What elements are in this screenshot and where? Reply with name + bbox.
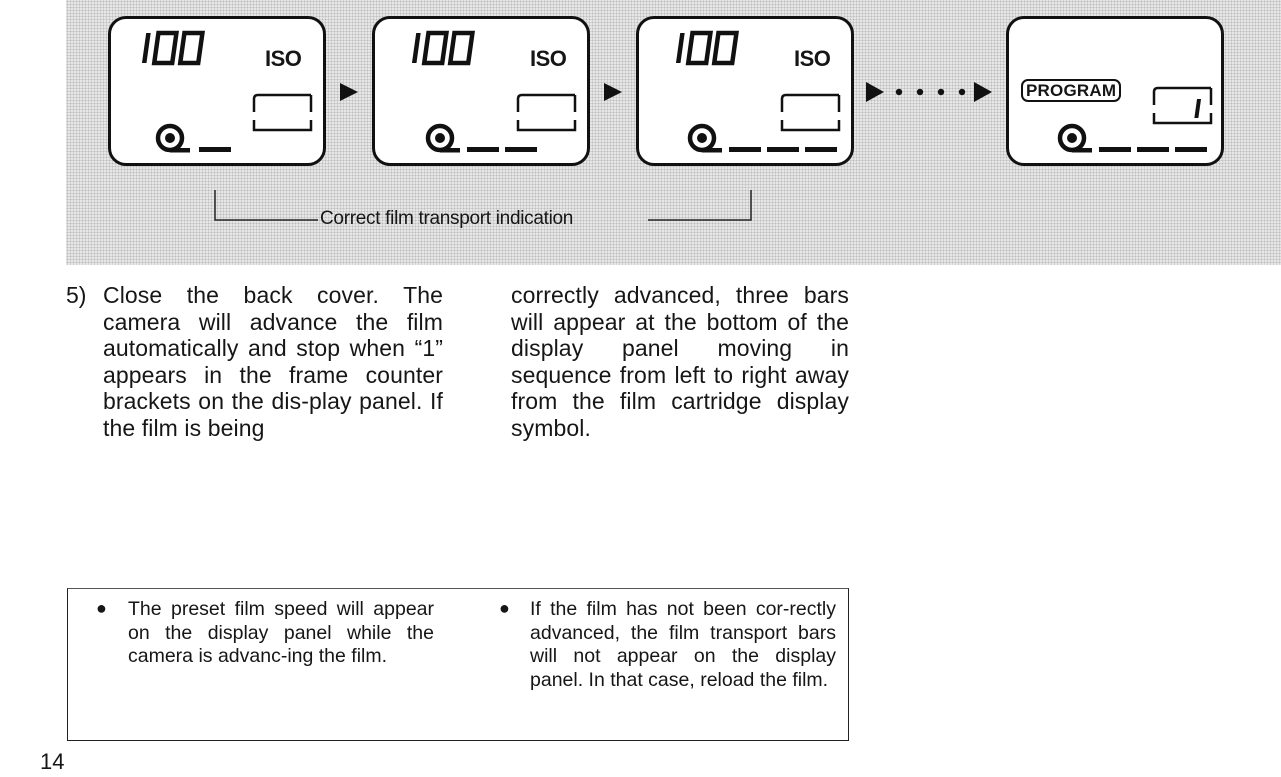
page-number: 14 [40, 749, 65, 774]
film-cartridge-icon [155, 123, 190, 153]
bullet-icon: ● [96, 598, 107, 618]
transport-bar [767, 147, 799, 152]
film-cartridge-icon [687, 123, 722, 153]
transport-bars [467, 147, 537, 152]
transport-bars [199, 147, 231, 152]
display-panel-2: ISO [372, 16, 590, 166]
dotted-arrow-icon [866, 82, 992, 102]
transport-bar [467, 147, 499, 152]
frame-counter-brackets [252, 93, 313, 132]
step-text-column-1: Close the back cover. The camera will ad… [103, 282, 443, 441]
film-cartridge-icon [1057, 123, 1092, 153]
display-panel-4: PROGRAM [1006, 16, 1224, 166]
transport-bar [1099, 147, 1131, 152]
transport-bars [1099, 147, 1207, 152]
step-text-column-2: correctly advanced, three bars will appe… [511, 282, 849, 441]
film-speed-digits [675, 30, 739, 66]
program-mode-label: PROGRAM [1021, 79, 1122, 102]
transport-bar [1137, 147, 1169, 152]
film-speed-digits [141, 30, 205, 66]
step-number: 5) [66, 282, 87, 308]
transport-bar [199, 147, 231, 152]
iso-label: ISO [530, 46, 567, 71]
arrow-right-icon [340, 83, 358, 101]
caption-bracket [214, 190, 752, 221]
diagram-caption: Correct film transport indication [320, 208, 574, 229]
display-panel-1: ISO [108, 16, 326, 166]
frame-counter-brackets [516, 93, 577, 132]
transport-bar [1175, 147, 1207, 152]
transport-bars [729, 147, 837, 152]
transport-bar [505, 147, 537, 152]
film-speed-digits [411, 30, 475, 66]
frame-counter-brackets [1152, 86, 1213, 125]
notes-box [67, 588, 849, 741]
film-cartridge-icon [425, 123, 460, 153]
iso-label: ISO [265, 46, 302, 71]
bullet-icon: ● [499, 598, 510, 618]
frame-counter-brackets [780, 93, 841, 132]
note-film-speed: The preset film speed will appear on the… [128, 598, 434, 667]
iso-label: ISO [794, 46, 831, 71]
transport-bar [729, 147, 761, 152]
note-reload-film: If the film has not been cor-rectly adva… [530, 598, 836, 691]
transport-bar [805, 147, 837, 152]
display-panel-3: ISO [636, 16, 854, 166]
arrow-right-icon [604, 83, 622, 101]
frame-count-digit [1194, 99, 1202, 118]
